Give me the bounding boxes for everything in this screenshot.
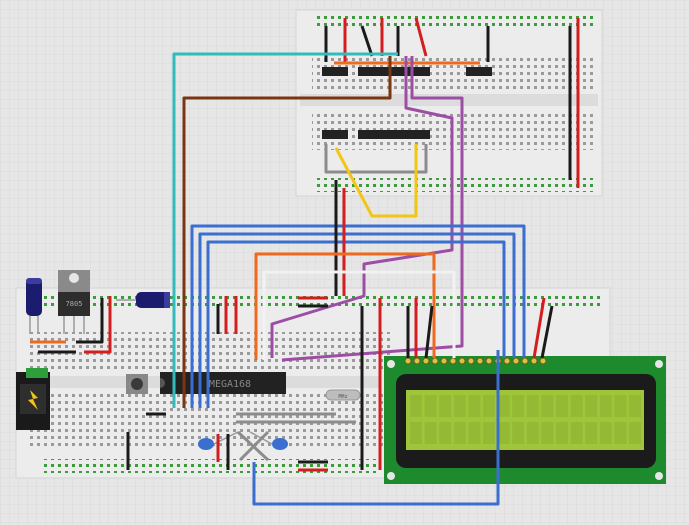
wire-gray[interactable] bbox=[324, 144, 428, 174]
electrolytic-capacitor-right[interactable] bbox=[116, 292, 170, 308]
wire-black[interactable] bbox=[540, 305, 554, 359]
crystal-label: MHz bbox=[338, 394, 347, 400]
lcd-char-cell bbox=[468, 395, 481, 417]
lcd-pin[interactable] bbox=[512, 357, 520, 365]
lcd-char-cell bbox=[629, 422, 641, 444]
wire-blue[interactable] bbox=[206, 240, 506, 408]
wire-yellow[interactable] bbox=[334, 144, 418, 218]
lcd-char-cell bbox=[453, 422, 466, 444]
voltage-regulator[interactable]: 7805 bbox=[58, 270, 90, 334]
lcd-pin[interactable] bbox=[467, 357, 475, 365]
dc-barrel-jack[interactable] bbox=[16, 368, 50, 430]
wire-red[interactable] bbox=[84, 296, 112, 354]
lcd-char-cell bbox=[439, 395, 452, 417]
lcd-char-cell bbox=[526, 422, 539, 444]
wire-brown[interactable] bbox=[182, 56, 392, 408]
electrolytic-capacitor-left[interactable] bbox=[26, 278, 42, 334]
wires bbox=[30, 17, 580, 506]
regulator-label: 7805 bbox=[66, 300, 83, 308]
lcd-char-cell bbox=[497, 422, 510, 444]
lcd-pin[interactable] bbox=[539, 357, 547, 365]
lcd-char-cell bbox=[483, 395, 495, 417]
wire-blue[interactable] bbox=[198, 232, 516, 408]
header-block bbox=[358, 67, 430, 76]
wire-purple[interactable] bbox=[281, 56, 464, 362]
lcd-char-cell bbox=[512, 422, 525, 444]
lcd-char-cell bbox=[410, 422, 422, 444]
wire-blue[interactable] bbox=[190, 224, 526, 408]
lcd-character-cells bbox=[410, 395, 641, 444]
lcd-char-cell bbox=[614, 395, 627, 417]
lcd-module[interactable] bbox=[384, 356, 666, 484]
lcd-char-cell bbox=[541, 422, 554, 444]
wire-purple[interactable] bbox=[270, 56, 454, 358]
top-terminal-holes-a bbox=[312, 56, 596, 92]
top-terminal-holes-b bbox=[312, 110, 596, 150]
lcd-char-cell bbox=[629, 395, 641, 417]
reset-pushbutton[interactable] bbox=[126, 374, 148, 394]
wire-cyan[interactable] bbox=[172, 52, 398, 408]
wire-black[interactable] bbox=[76, 298, 104, 344]
lcd-char-cell bbox=[570, 422, 583, 444]
lcd-char-cell bbox=[424, 422, 437, 444]
lcd-char-cell bbox=[585, 395, 598, 417]
lcd-char-cell bbox=[512, 395, 525, 417]
lcd-char-cell bbox=[614, 422, 627, 444]
wire-red[interactable] bbox=[532, 297, 546, 359]
lcd-pin[interactable] bbox=[521, 357, 529, 365]
header-block bbox=[358, 130, 430, 139]
lcd-char-cell bbox=[497, 395, 510, 417]
lcd-char-cell bbox=[585, 422, 598, 444]
lcd-char-cell bbox=[468, 422, 481, 444]
lcd-pin[interactable] bbox=[530, 357, 538, 365]
wire-black[interactable] bbox=[424, 305, 434, 359]
lcd-pin[interactable] bbox=[458, 357, 466, 365]
lcd-char-cell bbox=[424, 395, 437, 417]
header-block bbox=[466, 67, 492, 76]
lcd-char-cell bbox=[570, 395, 583, 417]
lcd-char-cell bbox=[483, 422, 495, 444]
lcd-char-cell bbox=[556, 422, 568, 444]
wire-gray[interactable] bbox=[238, 430, 270, 462]
lcd-pin[interactable] bbox=[404, 357, 412, 365]
lcd-char-cell bbox=[453, 395, 466, 417]
wire-red[interactable] bbox=[414, 17, 428, 57]
lcd-pin-header bbox=[404, 357, 547, 365]
lcd-pin[interactable] bbox=[422, 357, 430, 365]
wire-orange[interactable] bbox=[254, 252, 436, 360]
top-rail-lower-holes bbox=[316, 178, 596, 192]
top-breadboard[interactable] bbox=[295, 9, 603, 197]
lcd-char-cell bbox=[526, 395, 539, 417]
bottom-rail-lower-holes bbox=[40, 459, 380, 473]
lcd-pin[interactable] bbox=[485, 357, 493, 365]
header-block bbox=[322, 130, 348, 139]
lcd-char-cell bbox=[599, 422, 612, 444]
lcd-char-cell bbox=[410, 395, 422, 417]
lcd-char-cell bbox=[599, 395, 612, 417]
wire-black[interactable] bbox=[360, 25, 374, 57]
lcd-pin[interactable] bbox=[440, 357, 448, 365]
chip-label: MEGA168 bbox=[209, 379, 251, 390]
lcd-pin[interactable] bbox=[431, 357, 439, 365]
lcd-pin[interactable] bbox=[449, 357, 457, 365]
lcd-char-cell bbox=[439, 422, 452, 444]
lcd-pin[interactable] bbox=[476, 357, 484, 365]
lcd-pin[interactable] bbox=[413, 357, 421, 365]
lcd-char-cell bbox=[556, 395, 568, 417]
top-rail-upper-holes bbox=[316, 13, 596, 27]
top-center-channel bbox=[300, 94, 598, 106]
wire-blue[interactable] bbox=[252, 350, 500, 506]
wire-white[interactable] bbox=[262, 270, 456, 360]
lcd-char-cell bbox=[541, 395, 554, 417]
lcd-pin[interactable] bbox=[503, 357, 511, 365]
crystal-oscillator[interactable]: MHz bbox=[325, 389, 361, 401]
atmega-chip[interactable]: MEGA168 bbox=[160, 372, 286, 394]
header-block bbox=[322, 67, 348, 76]
